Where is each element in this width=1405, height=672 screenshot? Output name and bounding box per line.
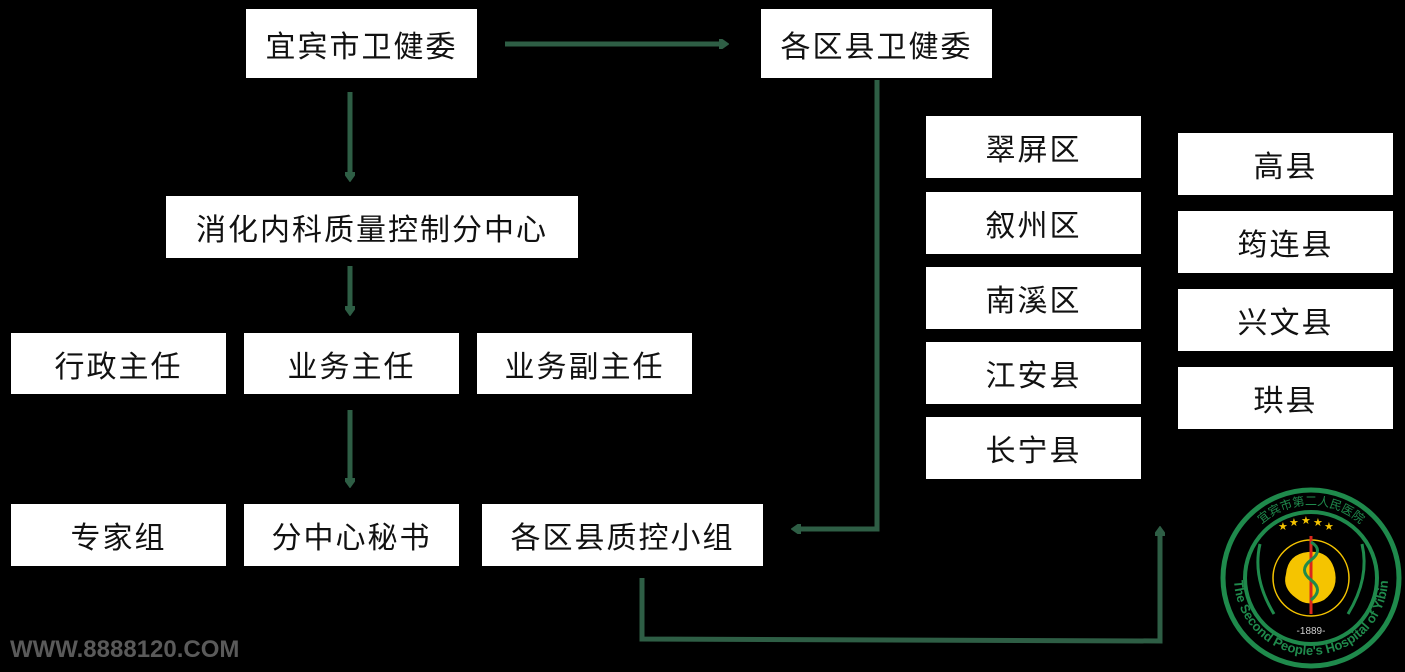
- node-business-director: 业务主任: [244, 333, 459, 394]
- arrow-qc-groups-to-districts: [639, 530, 1160, 644]
- district-left: 翠屏区: [926, 116, 1141, 178]
- district-right: 兴文县: [1178, 289, 1393, 351]
- district-left: 叙州区: [926, 192, 1141, 254]
- watermark-text: WWW.8888120.COM: [10, 636, 240, 663]
- logo-year: -1889-: [1297, 626, 1326, 637]
- node-subcenter: 消化内科质量控制分中心: [166, 196, 578, 258]
- arrow-counties-to-qc-groups: [795, 80, 880, 529]
- node-admin-director: 行政主任: [11, 333, 226, 394]
- district-right: 珙县: [1178, 367, 1393, 429]
- svg-text:★: ★: [1289, 516, 1299, 529]
- district-right: 高县: [1178, 133, 1393, 195]
- node-county-commissions: 各区县卫健委: [761, 9, 992, 78]
- node-county-qc-groups: 各区县质控小组: [482, 504, 763, 566]
- node-city-commission: 宜宾市卫健委: [246, 9, 477, 78]
- svg-text:★: ★: [1301, 514, 1311, 527]
- svg-text:★: ★: [1324, 520, 1334, 533]
- node-deputy-business-director: 业务副主任: [477, 333, 692, 394]
- laurel-icon: [1256, 543, 1366, 615]
- star-icons: ★ ★ ★ ★ ★: [1278, 514, 1334, 533]
- district-left: 南溪区: [926, 267, 1141, 329]
- node-subcenter-secretary: 分中心秘书: [244, 504, 459, 566]
- svg-text:★: ★: [1278, 520, 1288, 533]
- svg-text:★: ★: [1313, 516, 1323, 529]
- district-left: 长宁县: [926, 417, 1141, 479]
- snake-icon: [1303, 540, 1319, 602]
- hospital-logo: The Second People's Hospital of Yibin 宜宾…: [1220, 487, 1402, 669]
- district-left: 江安县: [926, 342, 1141, 404]
- node-expert-group: 专家组: [11, 504, 226, 566]
- district-right: 筠连县: [1178, 211, 1393, 273]
